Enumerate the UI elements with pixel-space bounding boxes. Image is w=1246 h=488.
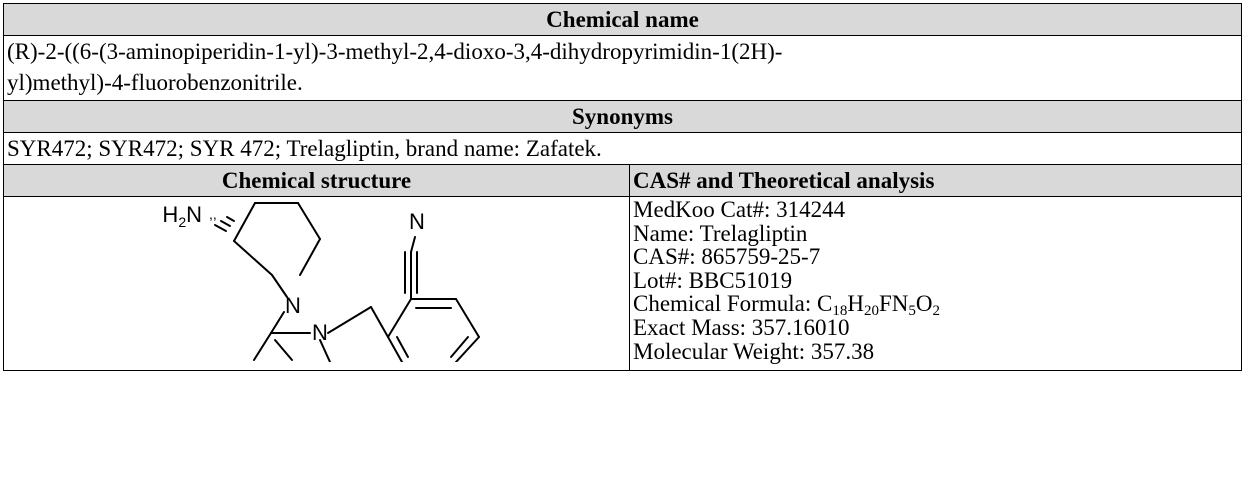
chemical-name-cell: (R)-2-((6-(3-aminopiperidin-1-yl)-3-meth… [2,35,1243,101]
chemical-formula: Chemical Formula: C18H20FN5O2 [633,291,1238,320]
chemical-structure-header: Chemical structure [3,164,630,197]
synonyms-row: SYR472; SYR472; SYR 472; Trelagliptin, b… [2,132,1243,165]
section-header-row: Chemical structure CAS# and Theoretical … [3,164,1243,197]
amine-n-label: N [186,202,202,227]
formula-f: F [878,291,892,317]
synonyms-header: Synonyms [2,100,1243,133]
molecular-weight: Molecular Weight: 357.38 [633,338,875,364]
formula-h: H [847,291,864,317]
chemical-name-header-row: Chemical name [2,3,1243,36]
synonyms-cell: SYR472; SYR472; SYR 472; Trelagliptin, b… [2,132,1243,165]
piperidine-n-label: N [285,293,301,318]
formula-o: O [915,291,933,317]
spec-table: Chemical name (R)-2-((6-(3-aminopiperidi… [2,3,1243,371]
chemical-name-row: (R)-2-((6-(3-aminopiperidin-1-yl)-3-meth… [2,35,1243,101]
amine-h-subscript: 2 [178,214,186,230]
details-row: H2N ,, N N N MedKoo Cat#: 314244 Name: T… [3,196,1243,371]
formula-c-count: 18 [832,303,848,320]
formula-o-count: 2 [932,303,940,320]
formula-n-count: 5 [908,303,916,320]
synonyms-header-row: Synonyms [2,100,1243,133]
lot-number: Lot#: BBC51019 [633,267,793,293]
structure-cell: H2N ,, N N N [3,196,630,371]
chemical-name-header: Chemical name [2,3,1243,36]
stereo-mark: ,, [209,206,217,222]
compound-name: Name: Trelagliptin [633,220,808,246]
formula-n: N [891,291,909,317]
formula-c: C [816,291,833,317]
chemical-name-line-2: yl)methyl)-4-fluorobenzonitrile. [7,70,303,95]
exact-mass: Exact Mass: 357.16010 [633,314,850,340]
trelagliptin-structure-diagram: H2N ,, N N N [162,202,480,363]
formula-label: Chemical Formula: [633,291,817,317]
formula-h-count: 20 [863,303,879,320]
medkoo-cat: MedKoo Cat#: 314244 [633,197,846,222]
properties-cell: MedKoo Cat#: 314244 Name: Trelagliptin C… [628,196,1243,371]
cas-analysis-header: CAS# and Theoretical analysis [628,164,1243,197]
chemical-name-line-1: (R)-2-((6-(3-aminopiperidin-1-yl)-3-meth… [7,39,783,64]
amine-h-label: H [162,202,178,227]
nitrile-n-label: N [409,209,425,234]
cas-number: CAS#: 865759-25-7 [633,244,821,270]
ring-n1-label: N [312,320,328,345]
svg-text:H2N: H2N [162,202,202,230]
